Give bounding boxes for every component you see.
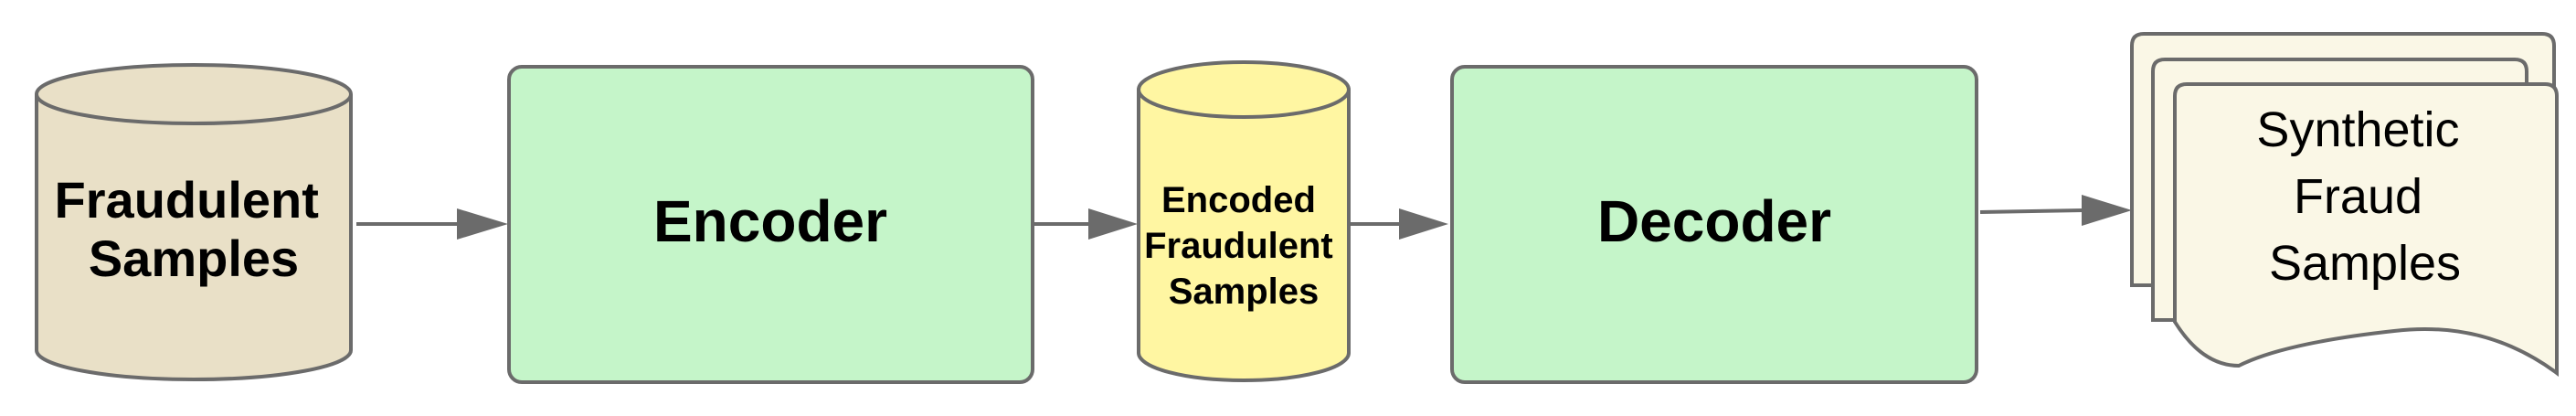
- synthetic-samples-documents: Synthetic Fraud Samples: [2130, 32, 2559, 377]
- fraudulent-samples-label: Fraudulent Samples: [55, 171, 334, 287]
- encoded-samples-database: Encoded Fraudulent Samples: [1137, 60, 1351, 382]
- arrow-encoded-to-decoder: [1348, 208, 1448, 240]
- encoder-block: Encoder: [507, 65, 1034, 384]
- arrow-encoder-to-encoded: [1034, 208, 1138, 240]
- decoder-block: Decoder: [1450, 65, 1978, 384]
- arrow-fraudulent-to-encoder: [356, 208, 508, 240]
- fraudulent-samples-database: Fraudulent Samples: [35, 63, 353, 381]
- document-front-page: [2173, 82, 2559, 377]
- encoder-label: Encoder: [653, 188, 887, 254]
- arrow-decoder-to-synthetic: [1979, 195, 2132, 226]
- decoder-label: Decoder: [1597, 188, 1831, 254]
- synthetic-samples-label: Synthetic Fraud Samples: [2256, 102, 2473, 291]
- connectors: [356, 195, 2132, 240]
- encoded-samples-label: Encoded Fraudulent Samples: [1144, 180, 1343, 312]
